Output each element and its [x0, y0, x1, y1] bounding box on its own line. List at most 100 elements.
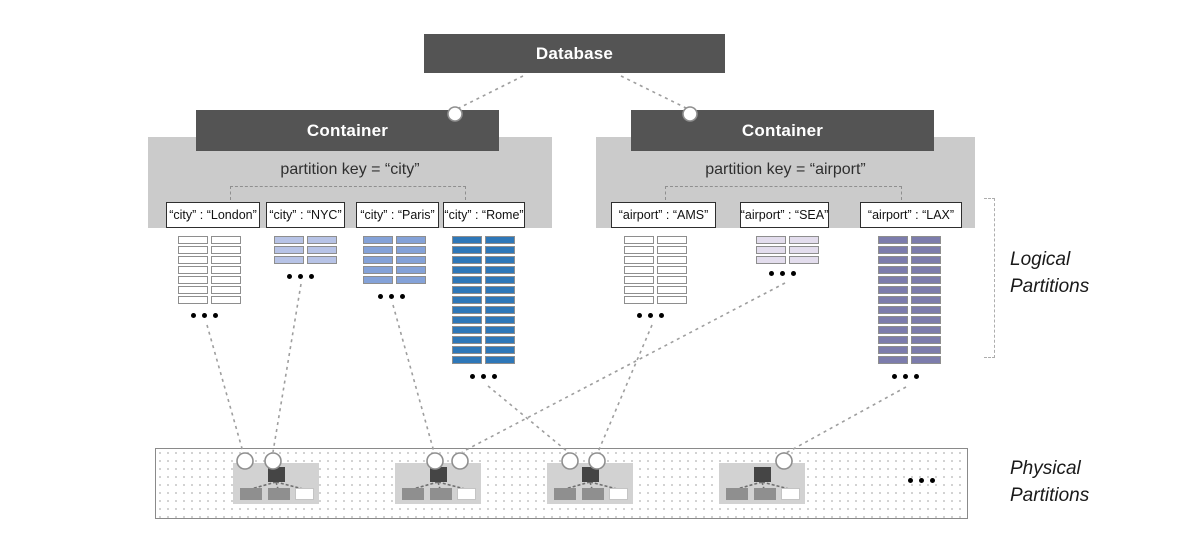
document-cell: [178, 236, 208, 244]
doc-stack-rome: [452, 236, 515, 364]
document-cell: [911, 336, 941, 344]
document-cell: [485, 326, 515, 334]
document-cell: [485, 236, 515, 244]
document-cell: [363, 276, 393, 284]
document-cell: [211, 296, 241, 304]
document-cell: [911, 326, 941, 334]
database-label: Database: [535, 43, 614, 63]
document-cell: [363, 266, 393, 274]
connector-rome-pp3: [487, 385, 569, 453]
partition-key-label-city: partition key = “city”: [280, 161, 420, 178]
document-cell: [657, 246, 687, 254]
more-docs-ellipsis: [191, 313, 218, 318]
more-docs-ellipsis: [287, 274, 314, 279]
document-cell: [211, 256, 241, 264]
logical-partition-key-ams: “airport” : “AMS”: [611, 202, 716, 228]
document-cell: [307, 256, 337, 264]
document-cell: [485, 336, 515, 344]
logical-partitions-bracket: [984, 198, 995, 358]
document-cell: [624, 276, 654, 284]
document-cell: [911, 266, 941, 274]
document-cell: [363, 236, 393, 244]
node-tree-links: [250, 481, 304, 490]
document-cell: [485, 276, 515, 284]
node-tree-child-icon: [754, 488, 776, 500]
document-cell: [756, 256, 786, 264]
doc-stack-nyc: [274, 236, 337, 264]
connector-lax-pp4: [785, 386, 907, 454]
document-cell: [485, 286, 515, 294]
container-box-right: Container: [631, 110, 934, 151]
document-cell: [878, 336, 908, 344]
document-cell: [396, 246, 426, 254]
logical-partition-key-sea: “airport” : “SEA”: [740, 202, 829, 228]
document-cell: [657, 266, 687, 274]
container-label: Container: [741, 120, 824, 140]
document-cell: [756, 236, 786, 244]
logical-partition-key-rome: “city” : “Rome”: [443, 202, 525, 228]
document-cell: [452, 336, 482, 344]
physical-partition-box: [547, 463, 633, 504]
document-cell: [485, 266, 515, 274]
document-cell: [452, 296, 482, 304]
document-cell: [624, 266, 654, 274]
node-tree-links: [736, 481, 790, 490]
database-box: Database: [424, 34, 725, 73]
document-cell: [452, 306, 482, 314]
document-cell: [878, 276, 908, 284]
connector-ams-pp3: [597, 324, 653, 453]
doc-stack-london: [178, 236, 241, 304]
document-cell: [452, 266, 482, 274]
document-cell: [878, 286, 908, 294]
document-cell: [274, 236, 304, 244]
doc-stack-ams: [624, 236, 687, 304]
document-cell: [657, 286, 687, 294]
document-cell: [911, 236, 941, 244]
document-cell: [178, 296, 208, 304]
document-cell: [211, 266, 241, 274]
node-tree-root-icon: [268, 467, 285, 482]
document-cell: [878, 256, 908, 264]
node-tree-child-empty-icon: [609, 488, 628, 500]
document-cell: [211, 276, 241, 284]
more-docs-ellipsis: [637, 313, 664, 318]
document-cell: [911, 246, 941, 254]
document-cell: [624, 236, 654, 244]
node-tree-root-icon: [430, 467, 447, 482]
document-cell: [452, 326, 482, 334]
document-cell: [211, 286, 241, 294]
physical-partitions-label: Physical Partitions: [1010, 458, 1090, 506]
physical-partition-box: [395, 463, 481, 504]
document-cell: [452, 346, 482, 354]
node-tree-root-icon: [754, 467, 771, 482]
document-cell: [878, 346, 908, 354]
logical-partition-key-paris: “city” : “Paris”: [356, 202, 439, 228]
partition-key-bracket-right: [665, 186, 902, 200]
node-tree-child-icon: [726, 488, 748, 500]
document-cell: [452, 246, 482, 254]
document-cell: [363, 256, 393, 264]
document-cell: [307, 236, 337, 244]
document-cell: [911, 356, 941, 364]
document-cell: [911, 306, 941, 314]
document-cell: [452, 276, 482, 284]
document-cell: [178, 286, 208, 294]
doc-stack-lax: [878, 236, 941, 364]
document-cell: [396, 236, 426, 244]
document-cell: [911, 256, 941, 264]
document-cell: [878, 246, 908, 254]
node-tree-child-icon: [240, 488, 262, 500]
document-cell: [452, 236, 482, 244]
node-tree-child-empty-icon: [295, 488, 314, 500]
doc-stack-sea: [756, 236, 819, 264]
connector-london-pp1: [206, 324, 244, 453]
more-docs-ellipsis: [470, 374, 497, 379]
physical-partitions-strip: [155, 448, 968, 519]
document-cell: [485, 306, 515, 314]
document-cell: [657, 276, 687, 284]
document-cell: [211, 236, 241, 244]
document-cell: [657, 256, 687, 264]
document-cell: [624, 296, 654, 304]
document-cell: [452, 256, 482, 264]
document-cell: [756, 246, 786, 254]
